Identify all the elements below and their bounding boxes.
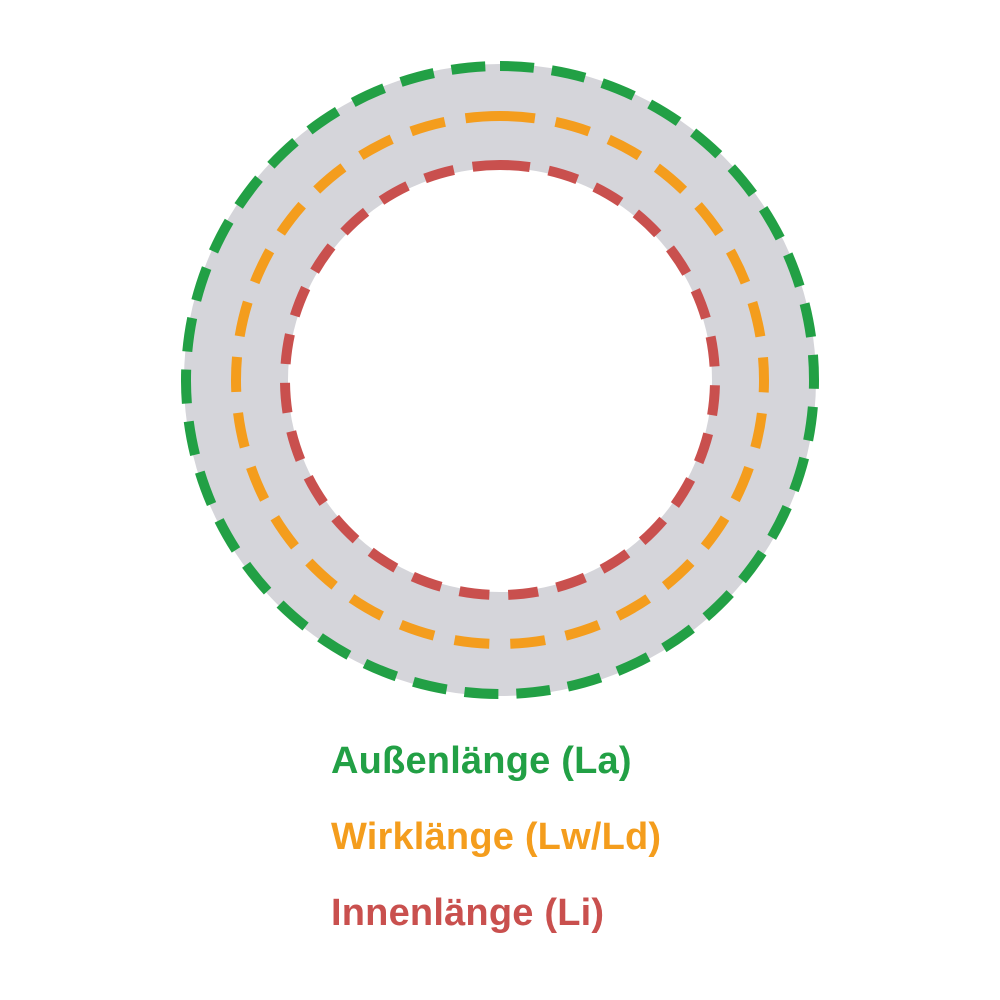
effective-length-circle [231, 111, 769, 649]
inner-length-label: Innenlänge (Li) [331, 892, 605, 934]
v-belt-ring-diagram [181, 61, 819, 699]
outer-length-circle [181, 61, 819, 699]
outer-length-label: Außenlänge (La) [331, 740, 632, 782]
inner-length-circle [280, 160, 720, 600]
legend: Außenlänge (La) Wirklänge (Lw/Ld) Innenl… [331, 741, 661, 934]
effective-length-label: Wirklänge (Lw/Ld) [331, 816, 662, 858]
